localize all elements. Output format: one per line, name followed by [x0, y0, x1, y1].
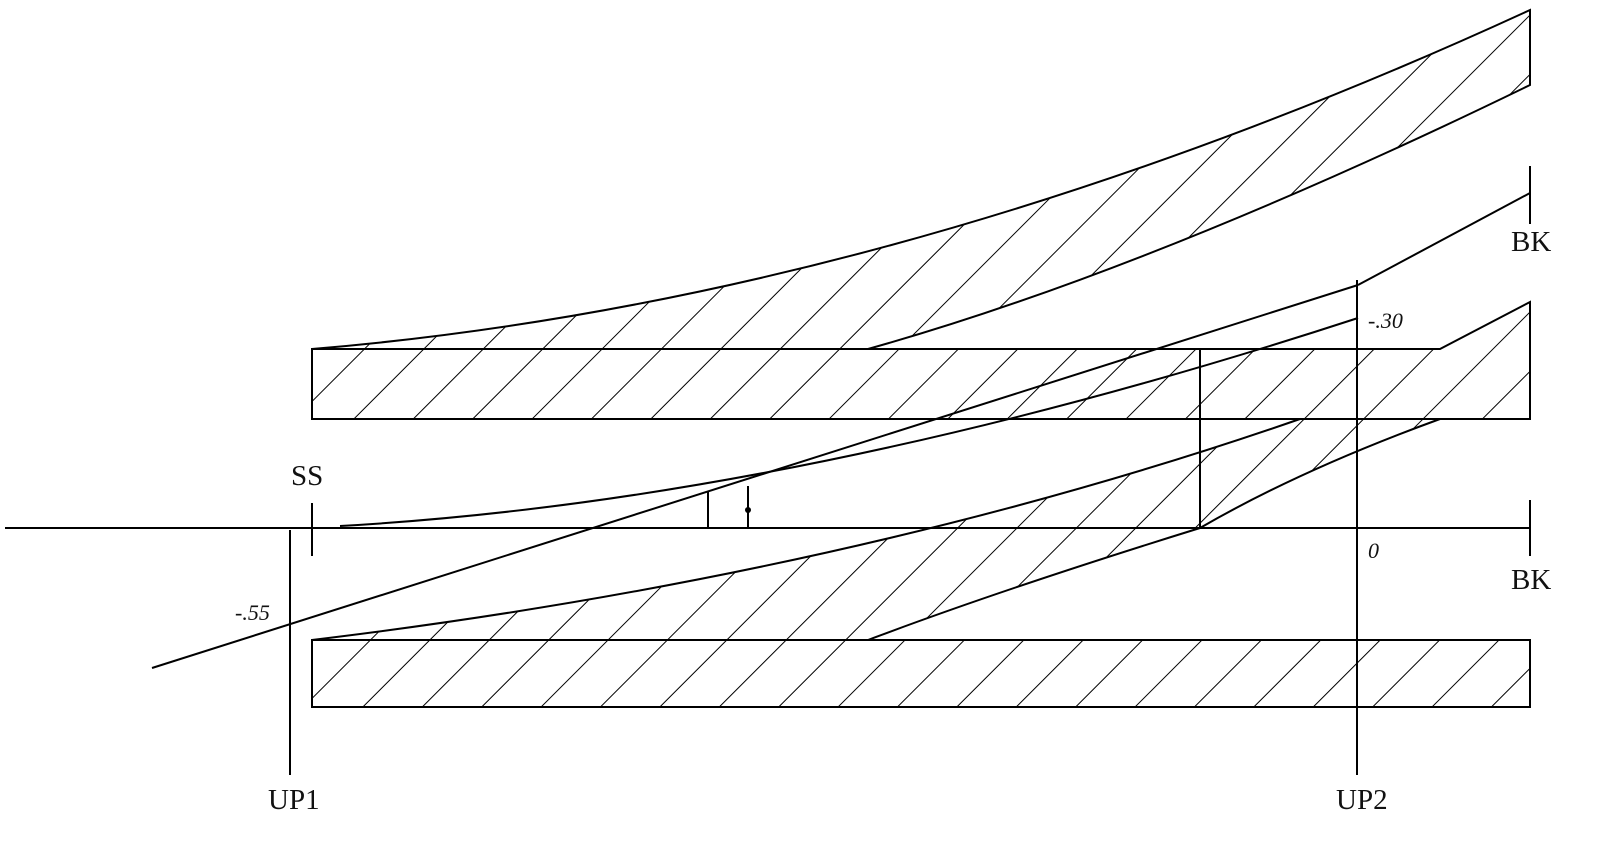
up2-label: UP2	[1336, 784, 1388, 816]
diverging-axis-line	[151, 284, 1359, 669]
bk-label-top: BK	[1511, 226, 1552, 258]
lower-straight-rail-band	[311, 639, 1531, 708]
point-marker	[745, 507, 751, 513]
lower-curved-rail-band	[311, 418, 1441, 641]
top-offset-value: -.30	[1368, 308, 1403, 333]
diverging-axis-extension	[1357, 192, 1531, 286]
diverging-track-line	[339, 317, 1359, 527]
bk-label-bottom: BK	[1511, 564, 1552, 596]
origin-value: 0	[1368, 538, 1379, 563]
left-offset-value: -.55	[235, 600, 270, 625]
upper-curved-rail-band	[311, 8, 1531, 350]
up1-label: UP1	[268, 784, 320, 816]
ss-label: SS	[291, 460, 324, 492]
